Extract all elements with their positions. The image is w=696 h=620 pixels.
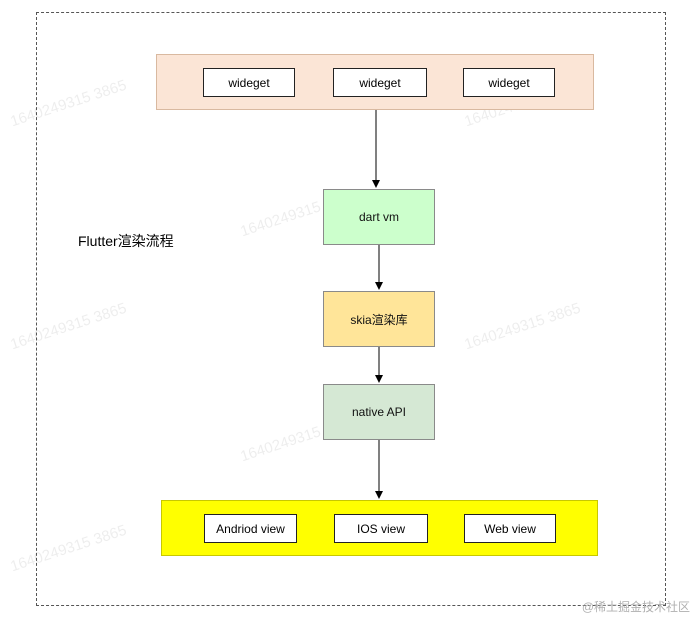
node-label: skia渲染库 (350, 312, 408, 327)
dart-vm-node: dart vm (323, 189, 435, 245)
footer-credit: @稀土掘金技术社区 (581, 600, 690, 614)
widget-label: wideget (359, 75, 401, 90)
widget-row: wideget wideget wideget (156, 54, 594, 110)
widget-box: wideget (333, 68, 427, 97)
widget-box: wideget (463, 68, 555, 97)
diagram-title: Flutter渲染流程 (78, 233, 174, 249)
platform-label: Web view (484, 521, 536, 536)
platform-row: Andriod view IOS view Web view (161, 500, 598, 556)
platform-box: Andriod view (204, 514, 297, 543)
native-api-node: native API (323, 384, 435, 440)
node-label: dart vm (358, 210, 399, 224)
widget-box: wideget (203, 68, 295, 97)
dashed-boundary (36, 12, 666, 606)
skia-node: skia渲染库 (323, 291, 435, 347)
widget-label: wideget (228, 75, 270, 90)
platform-label: IOS view (356, 521, 405, 536)
platform-box: Web view (464, 514, 556, 543)
platform-box: IOS view (334, 514, 428, 543)
node-label: native API (351, 405, 407, 419)
platform-label: Andriod view (216, 521, 285, 536)
widget-label: wideget (488, 75, 530, 90)
